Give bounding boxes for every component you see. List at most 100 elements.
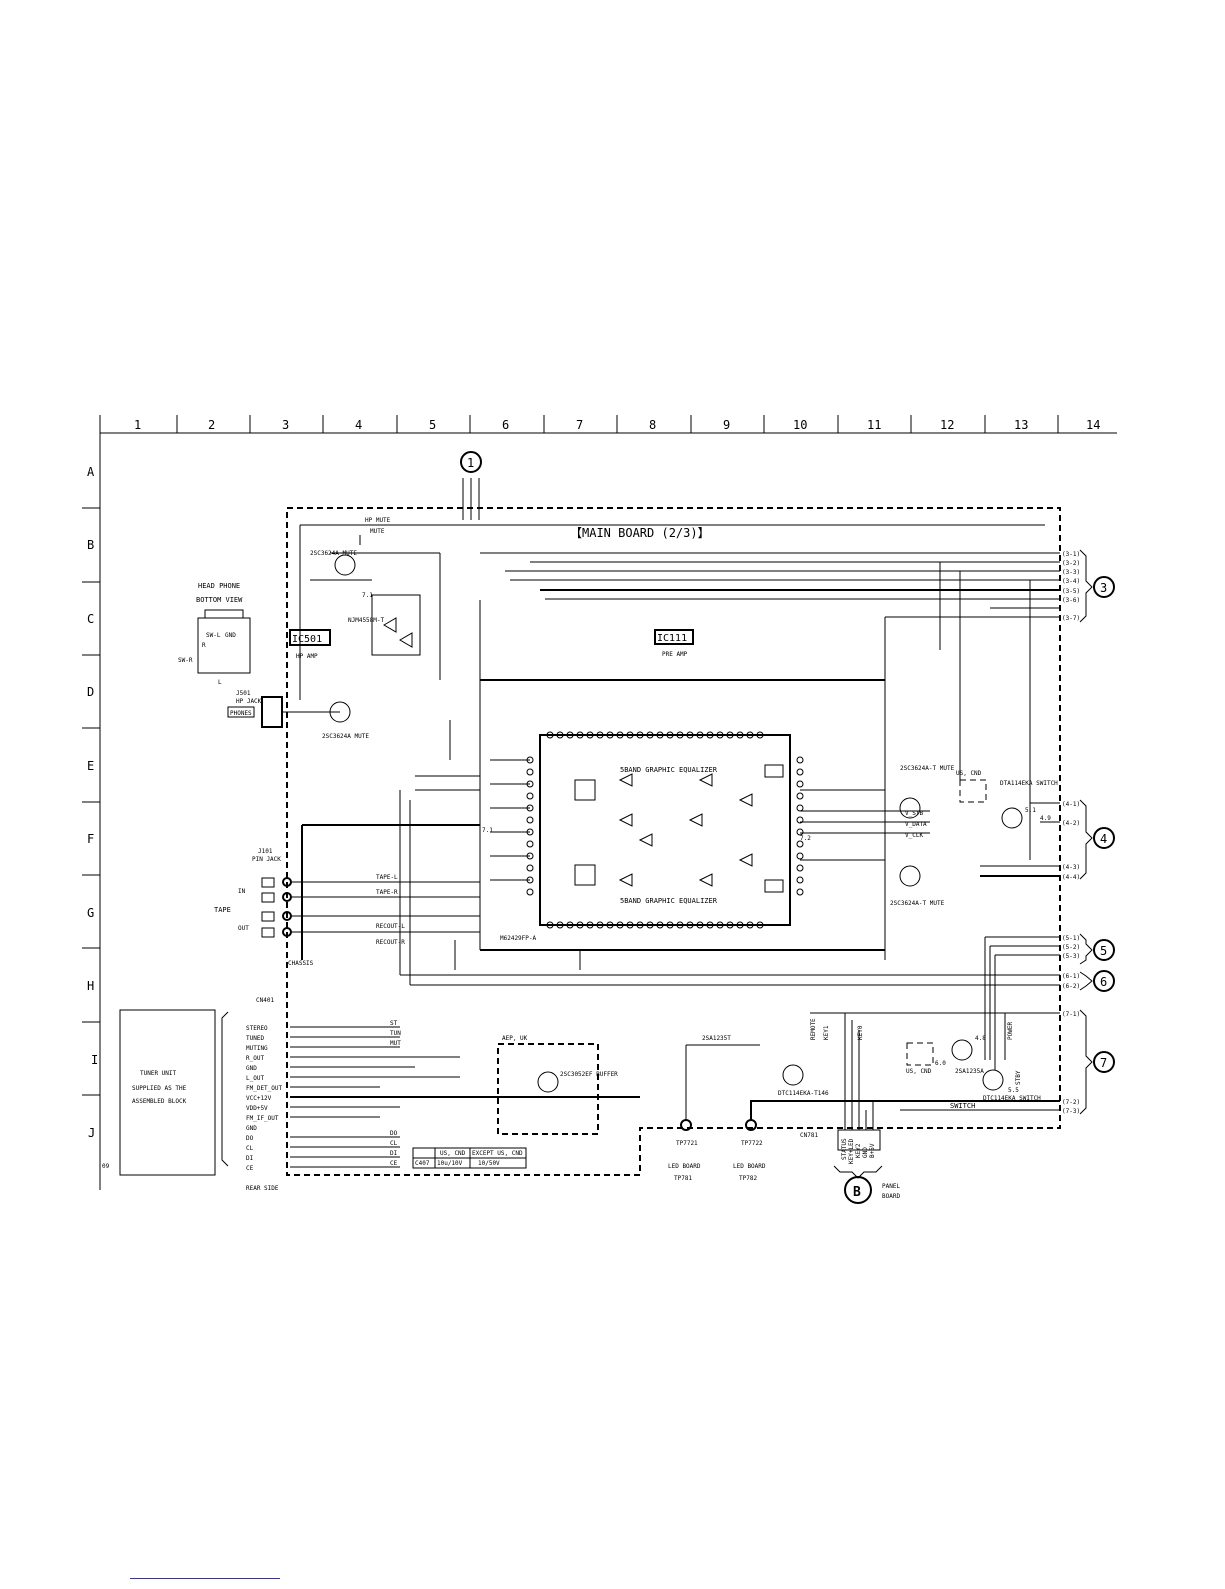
svg-text:SW-R: SW-R: [178, 657, 193, 664]
svg-text:GND: GND: [862, 1147, 869, 1158]
ic111-right-pins: [796, 756, 804, 896]
svg-text:PIN JACK: PIN JACK: [252, 856, 281, 863]
pin-label: (5-3): [1062, 953, 1080, 960]
pin-label: (3-5): [1062, 588, 1080, 595]
svg-text:VDD+5V: VDD+5V: [246, 1105, 268, 1112]
svg-text:VCC+12V: VCC+12V: [246, 1095, 272, 1102]
misc-wires: [399, 670, 1006, 1070]
switch-label: SWITCH: [950, 1102, 975, 1110]
svg-text:L: L: [218, 679, 222, 686]
svg-text:7: 7: [1100, 1056, 1107, 1070]
tape-signal: TAPE-R: [376, 889, 398, 896]
svg-text:10/50V: 10/50V: [478, 1160, 500, 1167]
eq-label-top: 5BAND GRAPHIC EQUALIZER: [620, 766, 718, 774]
row-label: G: [87, 906, 94, 920]
svg-text:7.1: 7.1: [482, 827, 493, 834]
svg-text:J101: J101: [258, 848, 273, 855]
col-label: 6: [502, 418, 509, 432]
tuner-signal: TUN: [390, 1030, 401, 1037]
test-point-1: TP7721 LED BOARD TP781: [668, 1045, 701, 1182]
svg-text:KEY2: KEY2: [855, 1143, 862, 1158]
panel-marker-b: B: [853, 1185, 861, 1200]
pin-label: (4-3): [1062, 864, 1080, 871]
q151: DTA114EKA SWITCH 5.1 4.9: [1000, 780, 1058, 829]
col-label: 14: [1086, 418, 1100, 432]
svg-text:MUTE: MUTE: [370, 528, 385, 535]
svg-text:2SA1235A: 2SA1235A: [955, 1068, 984, 1075]
svg-text:STBY: STBY: [1015, 1070, 1022, 1085]
pin-label: (6-1): [1062, 973, 1080, 980]
svg-text:MUTING: MUTING: [246, 1045, 268, 1052]
panel-top-pins: REMOTE KEY1 KEY0 POWER STBY: [810, 1013, 1022, 1130]
ic111-wiring: V_STB V_DATA V_CLK: [301, 600, 930, 960]
tape-signal: RECOUT-L: [376, 923, 405, 930]
svg-text:REMOTE: REMOTE: [810, 1018, 817, 1040]
svg-text:TP7722: TP7722: [741, 1140, 763, 1147]
connector-group-6: (6-1) (6-2) 6: [400, 970, 1115, 992]
marker-1: 1: [460, 451, 482, 520]
row-label: D: [87, 685, 94, 699]
svg-text:SW-L: SW-L: [206, 632, 221, 639]
row-label: C: [87, 612, 94, 626]
svg-text:BOTTOM VIEW: BOTTOM VIEW: [196, 596, 243, 604]
pin-label: (3-2): [1062, 560, 1080, 567]
svg-text:2SC3624A-T MUTE: 2SC3624A-T MUTE: [900, 765, 955, 772]
serial-line: V_CLK: [905, 832, 923, 839]
row-label: J: [88, 1126, 95, 1140]
col-label: 2: [208, 418, 215, 432]
ic501-label: IC501: [292, 634, 322, 645]
cap-table: US, CND EXCEPT US, CND C407 10u/10V 10/5…: [412, 1147, 527, 1169]
footer-link-underline[interactable]: [130, 1578, 280, 1579]
row-label: I: [91, 1053, 98, 1067]
ic501: IC501 HP AMP NJM4558M-T 7.1: [289, 552, 441, 680]
svg-text:PRE AMP: PRE AMP: [662, 651, 688, 658]
top-bus-wires: [299, 524, 1060, 960]
svg-text:TUNED: TUNED: [246, 1035, 264, 1042]
q501: 2SC3624A MUTE: [310, 550, 357, 576]
pin-label: (7-3): [1062, 1108, 1080, 1115]
svg-text:DTA114EKA SWITCH: DTA114EKA SWITCH: [1000, 780, 1058, 787]
page-num: 09: [102, 1163, 110, 1170]
tuner-unit: TUNER UNIT SUPPLIED AS THE ASSEMBLED BLO…: [102, 997, 279, 1192]
tuner-text: ASSEMBLED BLOCK: [132, 1098, 187, 1105]
svg-text:TAPE: TAPE: [214, 906, 231, 914]
col-label: 4: [355, 418, 362, 432]
svg-text:GND: GND: [246, 1125, 257, 1132]
tape-signal: TAPE-L: [376, 874, 398, 881]
us-cnd-box-upper: US, CND: [956, 770, 987, 803]
q113: 2SC3624A-T MUTE: [899, 765, 955, 819]
tuner-signal: CE: [390, 1160, 398, 1167]
svg-text:HP JACK: HP JACK: [236, 698, 262, 705]
row-labels: A B C D E F G H I J: [87, 465, 98, 1140]
svg-text:KEY0: KEY0: [857, 1025, 864, 1040]
pin-label: (4-1): [1062, 801, 1080, 808]
headphone-bottom-view: HEAD PHONE BOTTOM VIEW SW-R SW-L GND R L: [178, 582, 251, 686]
q771: DTC114EKA SWITCH 5.5: [982, 1069, 1041, 1102]
svg-text:GND: GND: [246, 1065, 257, 1072]
svg-text:REAR SIDE: REAR SIDE: [246, 1185, 279, 1192]
pin-label: (7-2): [1062, 1099, 1080, 1106]
svg-text:4: 4: [1100, 832, 1107, 846]
svg-text:7.2: 7.2: [800, 835, 811, 842]
tuner-signal: ST: [390, 1020, 398, 1027]
svg-text:IN: IN: [238, 888, 246, 895]
row-label: B: [87, 538, 94, 552]
svg-text:3: 3: [1100, 581, 1107, 595]
eq-label-bottom: 5BAND GRAPHIC EQUALIZER: [620, 897, 718, 905]
svg-text:5.5: 5.5: [1008, 1087, 1019, 1094]
svg-text:US, CND: US, CND: [956, 770, 982, 777]
svg-text:CE: CE: [246, 1165, 254, 1172]
tuner-signal: CL: [390, 1140, 398, 1147]
tuner-signal: MUT: [390, 1040, 401, 1047]
pin-label: (3-1): [1062, 551, 1080, 558]
svg-text:STATUS: STATUS: [841, 1138, 848, 1160]
svg-text:EXCEPT US, CND: EXCEPT US, CND: [472, 1150, 523, 1157]
tuner-signal: DO: [390, 1130, 398, 1137]
main-board-outline: 【MAIN BOARD (2/3)】: [286, 507, 1061, 1176]
grid-frame: [82, 415, 1117, 1190]
q114: 2SC3624A-T MUTE: [890, 865, 945, 907]
connector-group-4: (4-1) (4-2) (4-3) (4-4) 4: [980, 799, 1115, 881]
ic111-bottom-pins: [546, 921, 764, 929]
svg-text:TP781: TP781: [674, 1175, 692, 1182]
svg-text:CHASSIS: CHASSIS: [288, 960, 314, 967]
